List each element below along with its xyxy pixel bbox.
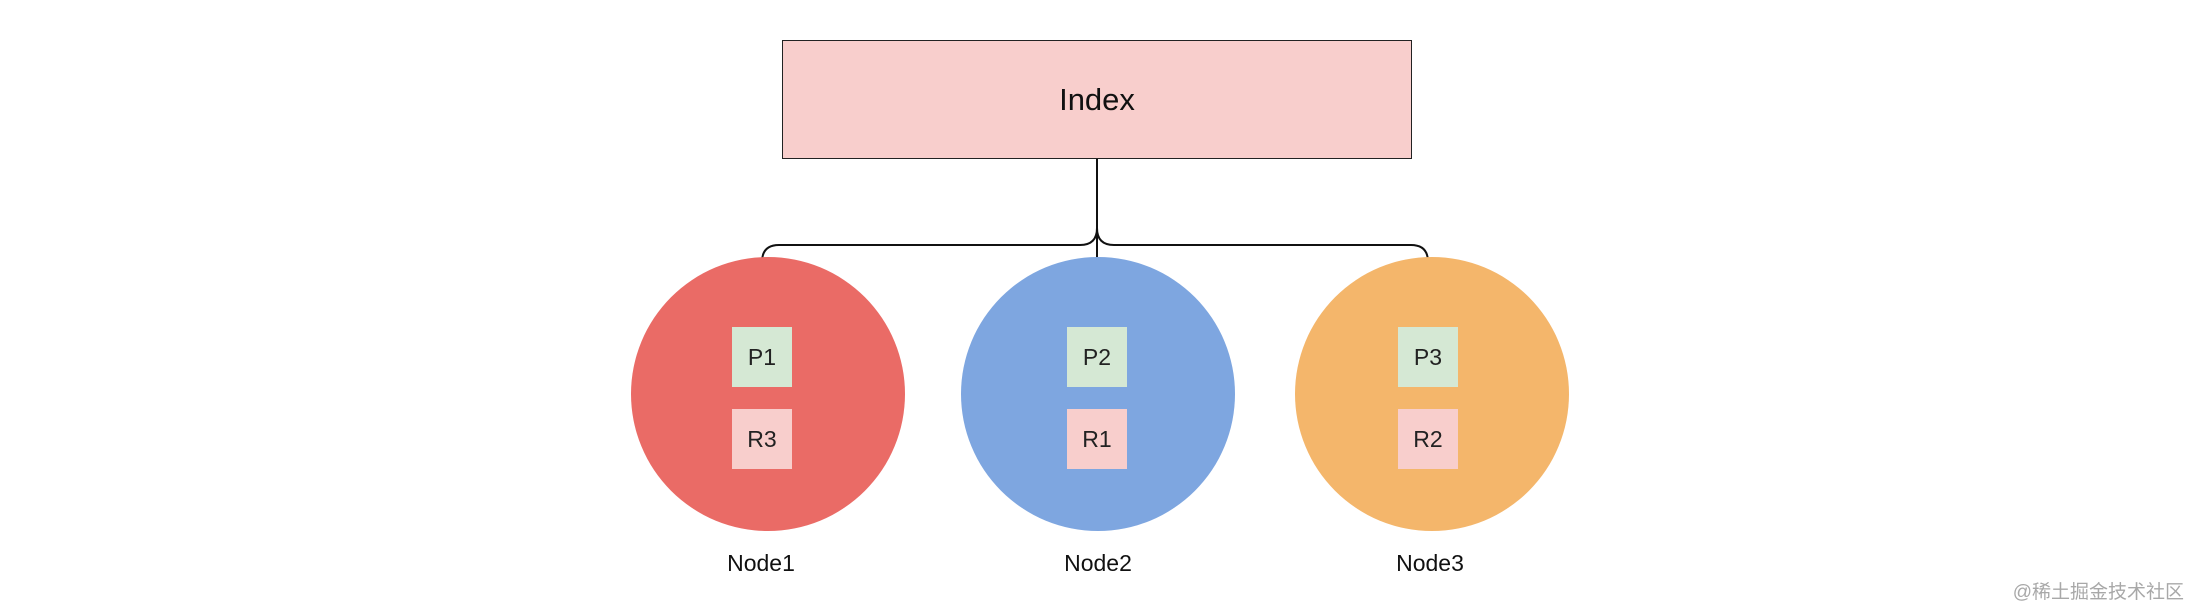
- watermark: @稀土掘金技术社区: [2012, 582, 2184, 603]
- node2-primary-label: P2: [1082, 343, 1112, 370]
- node1-primary-shard: P1: [732, 327, 792, 387]
- node2-primary-shard: P2: [1067, 327, 1127, 387]
- node2-replica-label: R1: [1082, 425, 1112, 452]
- node3-label: Node3: [1396, 550, 1464, 576]
- node3-primary-shard: P3: [1398, 327, 1458, 387]
- connector-to-node3: [1096, 159, 1433, 322]
- node3-primary-label: P3: [1413, 343, 1443, 370]
- node3-replica-shard: R2: [1398, 409, 1458, 469]
- node1-primary-label: P1: [747, 343, 777, 370]
- index-label: Index: [1059, 81, 1135, 117]
- node2-label: Node2: [1064, 550, 1132, 576]
- node1-label: Node1: [727, 550, 795, 576]
- node1-circle: [631, 257, 905, 531]
- node2-circle: [961, 257, 1235, 531]
- node1-replica-shard: R3: [732, 409, 792, 469]
- index-box: Index: [782, 40, 1412, 159]
- node3-replica-label: R2: [1413, 425, 1443, 452]
- node3-circle: [1295, 257, 1569, 531]
- node1-replica-label: R3: [747, 425, 777, 452]
- node2-replica-shard: R1: [1067, 409, 1127, 469]
